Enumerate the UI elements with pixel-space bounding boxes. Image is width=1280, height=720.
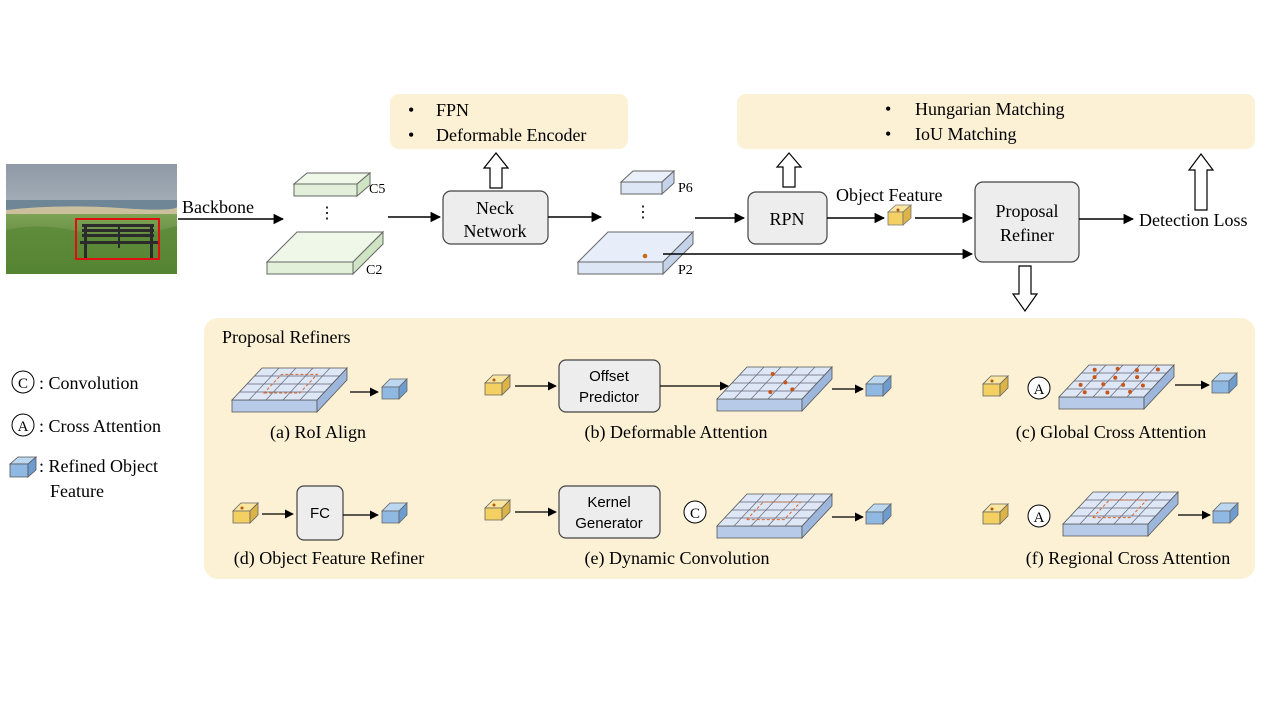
global-output-cube-icon bbox=[1211, 372, 1238, 394]
backbone-label: Backbone bbox=[182, 197, 254, 217]
neck-up-arrow-icon bbox=[482, 152, 510, 189]
matching-option-iou: IoU Matching bbox=[915, 124, 1016, 144]
matching-options-panel bbox=[737, 94, 1255, 149]
proposal-refiners-panel bbox=[204, 318, 1255, 579]
convolution-symbol: C bbox=[18, 376, 28, 392]
kernel-generator-box bbox=[558, 485, 661, 539]
feature-refiner-output-cube-icon bbox=[381, 502, 408, 524]
c2-label: C2 bbox=[366, 263, 382, 278]
dynamic-conv-symbol-icon bbox=[683, 500, 707, 524]
c2-feature-map bbox=[265, 230, 385, 276]
attention-label: : Cross Attention bbox=[39, 416, 161, 436]
global-input-cube-icon bbox=[982, 375, 1009, 397]
regional-cross-attention-caption: (f) Regional Cross Attention bbox=[1026, 548, 1230, 569]
kernel-line1: Kernel bbox=[587, 494, 630, 511]
proposal-refiner-box bbox=[974, 181, 1080, 263]
feature-refiner-input-cube-icon bbox=[232, 502, 259, 524]
refiner-label-line1: Proposal bbox=[996, 201, 1059, 221]
p2-feature-map bbox=[576, 230, 695, 276]
detection-loss-label: Detection Loss bbox=[1139, 210, 1247, 230]
global-attention-symbol: A bbox=[1034, 382, 1045, 398]
dynamic-convolution-caption: (e) Dynamic Convolution bbox=[585, 548, 770, 569]
c5-feature-map bbox=[292, 171, 372, 198]
deformable-attention-caption: (b) Deformable Attention bbox=[585, 422, 768, 443]
p6-feature-map bbox=[619, 169, 676, 196]
loss-up-arrow-icon bbox=[1187, 153, 1215, 211]
match-bullet-1: • bbox=[885, 99, 891, 119]
bounding-box bbox=[75, 218, 160, 260]
neck-bullet-2: • bbox=[408, 125, 414, 145]
neck-bullet-1: • bbox=[408, 100, 414, 120]
dynamic-convolution-grid bbox=[716, 492, 833, 540]
matching-option-hungarian: Hungarian Matching bbox=[915, 99, 1064, 119]
dynamic-conv-input-cube-icon bbox=[484, 499, 511, 521]
neck-option-deformable-encoder: Deformable Encoder bbox=[436, 125, 586, 145]
regional-attention-symbol: A bbox=[1034, 510, 1045, 526]
p6-label: P6 bbox=[678, 181, 693, 196]
roi-align-output-cube-icon bbox=[381, 378, 408, 400]
neck-option-fpn: FPN bbox=[436, 100, 469, 120]
refiners-title: Proposal Refiners bbox=[222, 327, 350, 347]
object-feature-cube-icon bbox=[886, 204, 913, 226]
convolution-label: : Convolution bbox=[39, 373, 139, 393]
refiner-label-line2: Refiner bbox=[1000, 225, 1054, 245]
offset-line1: Offset bbox=[589, 368, 630, 385]
deformable-output-cube-icon bbox=[865, 375, 892, 397]
regional-output-cube-icon bbox=[1212, 502, 1239, 524]
fc-box bbox=[296, 485, 344, 541]
object-feature-label: Object Feature bbox=[836, 185, 942, 205]
convolution-symbol-icon bbox=[11, 370, 35, 394]
dynamic-conv-output-cube-icon bbox=[865, 503, 892, 525]
p2-label: P2 bbox=[678, 263, 693, 278]
roi-align-caption: (a) RoI Align bbox=[270, 422, 366, 443]
offset-line2: Predictor bbox=[579, 389, 639, 406]
regional-input-cube-icon bbox=[982, 503, 1009, 525]
refined-label-line1: : Refined Object bbox=[39, 456, 158, 476]
kernel-line2: Generator bbox=[575, 515, 643, 532]
attention-symbol-icon bbox=[11, 413, 35, 437]
p-ellipsis: ⋮ bbox=[635, 204, 651, 221]
match-bullet-2: • bbox=[885, 124, 891, 144]
global-cross-attention-caption: (c) Global Cross Attention bbox=[1016, 422, 1206, 443]
rpn-up-arrow-icon bbox=[775, 152, 803, 188]
deformable-input-cube-icon bbox=[484, 374, 511, 396]
regional-attention-symbol-icon bbox=[1027, 504, 1051, 528]
dynamic-conv-symbol: C bbox=[690, 506, 700, 522]
c-ellipsis: ⋮ bbox=[319, 205, 335, 222]
neck-label-line1: Neck bbox=[476, 198, 514, 218]
attention-symbol: A bbox=[18, 419, 29, 435]
refined-object-feature-cube-icon bbox=[8, 456, 38, 478]
neck-label-line2: Network bbox=[464, 221, 527, 241]
refiner-down-arrow-icon bbox=[1011, 265, 1039, 313]
input-image bbox=[6, 164, 178, 274]
deformable-attention-grid bbox=[716, 365, 833, 413]
c5-label: C5 bbox=[369, 182, 385, 197]
legend: C : Convolution A : Cross Attention : Re… bbox=[8, 370, 161, 501]
roi-align-grid bbox=[231, 366, 348, 414]
global-cross-attention-grid bbox=[1058, 363, 1175, 411]
regional-cross-attention-grid bbox=[1062, 490, 1179, 538]
global-attention-symbol-icon bbox=[1027, 376, 1051, 400]
refined-label-line2: Feature bbox=[50, 481, 104, 501]
fc-label: FC bbox=[310, 505, 330, 522]
rpn-label: RPN bbox=[769, 209, 804, 229]
object-feature-refiner-caption: (d) Object Feature Refiner bbox=[234, 548, 424, 569]
neck-options-panel bbox=[390, 94, 628, 149]
